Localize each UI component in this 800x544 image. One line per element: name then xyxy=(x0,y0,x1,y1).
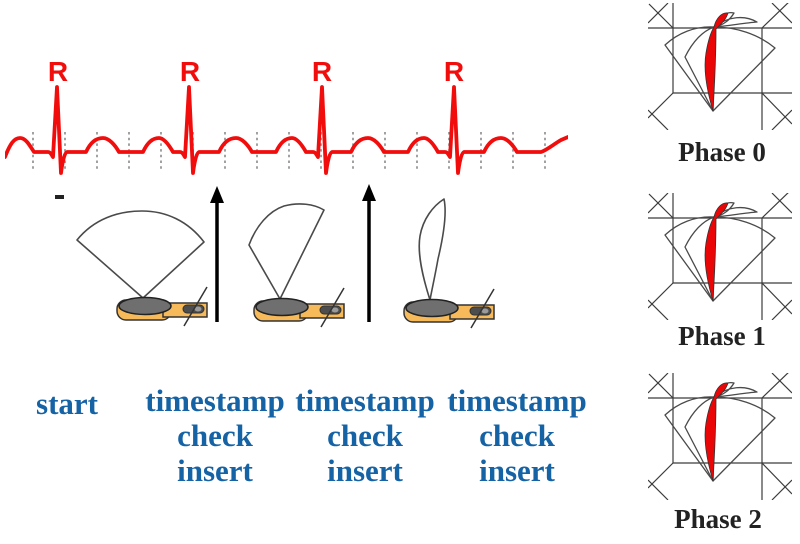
step-column: timestamp check insert xyxy=(427,383,607,488)
phase-label: Phase 2 xyxy=(674,504,762,534)
ecg-background xyxy=(5,40,568,182)
fan-sector-wide xyxy=(76,210,205,299)
r-peak-label: R xyxy=(48,56,68,87)
step-column: timestamp check insert xyxy=(275,383,455,488)
step-line: timestamp xyxy=(447,383,587,418)
phase-volume-2 xyxy=(648,373,792,500)
step-column: timestamp check insert xyxy=(125,383,305,488)
r-peak-label: R xyxy=(312,56,332,87)
step-line: insert xyxy=(479,453,555,488)
phase-volume-0 xyxy=(648,3,792,130)
ecg-trace xyxy=(5,85,568,175)
cube-wireframe-with-red-slice xyxy=(648,373,792,500)
fan-sector-partial xyxy=(248,203,325,300)
cube-wireframe-with-red-slice xyxy=(648,3,792,130)
phase-label: Phase 0 xyxy=(678,137,766,167)
phase-volume-1 xyxy=(648,193,792,320)
ecg-strip: R R R R xyxy=(5,40,568,182)
arrow-up-icon xyxy=(362,184,376,322)
step-line: check xyxy=(177,418,253,453)
cube-wireframe-with-red-slice xyxy=(648,193,792,320)
r-peak-label: R xyxy=(180,56,200,87)
phase-label: Phase 1 xyxy=(678,321,766,351)
arrow-up-icon xyxy=(210,186,224,322)
step-line: check xyxy=(327,418,403,453)
tick-mark xyxy=(55,195,64,199)
step-line: insert xyxy=(177,453,253,488)
step-line: timestamp xyxy=(295,383,435,418)
step-start-label: start xyxy=(36,386,98,421)
step-line: timestamp xyxy=(145,383,285,418)
r-peak-label: R xyxy=(444,56,464,87)
step-line: check xyxy=(479,418,555,453)
fan-slice-narrow xyxy=(418,198,446,301)
sweep-sequence xyxy=(55,184,503,329)
step-line: insert xyxy=(327,453,403,488)
